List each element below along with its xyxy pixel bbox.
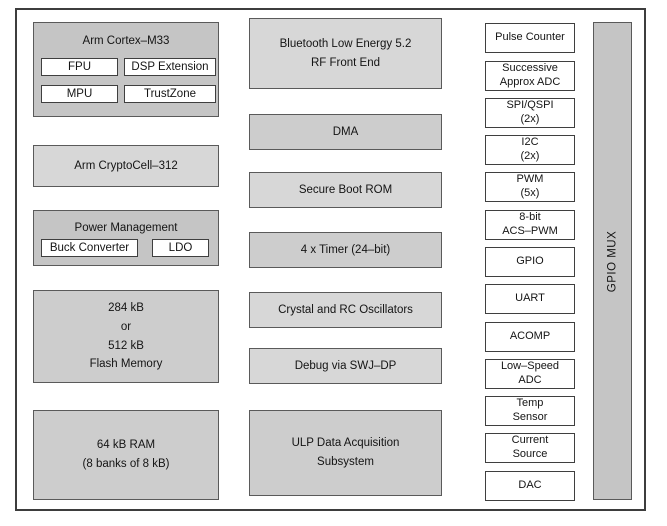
block-buck-converter: Buck Converter: [41, 239, 138, 257]
block-mpu: MPU: [41, 85, 118, 103]
block-gpio: GPIO: [485, 247, 575, 277]
block-arm-cryptocell-312: Arm CryptoCell–312: [33, 145, 219, 187]
block-bluetooth-low-energy: Bluetooth Low Energy 5.2 RF Front End: [249, 18, 442, 89]
block-ldo: LDO: [152, 239, 209, 257]
block-ram: 64 kB RAM (8 banks of 8 kB): [33, 410, 219, 500]
block-temp-sensor: Temp Sensor: [485, 396, 575, 426]
block-low-speed-adc: Low–Speed ADC: [485, 359, 575, 389]
block-pwm: PWM (5x): [485, 172, 575, 202]
block-power-management-label: Power Management: [74, 222, 178, 234]
block-debug-swj-dp: Debug via SWJ–DP: [249, 348, 442, 384]
block-timer: 4 x Timer (24–bit): [249, 232, 442, 268]
block-acomp: ACOMP: [485, 322, 575, 352]
block-spi-qspi: SPI/QSPI (2x): [485, 98, 575, 128]
block-dma: DMA: [249, 114, 442, 150]
block-trustzone: TrustZone: [124, 85, 216, 103]
block-crystal-rc-oscillators: Crystal and RC Oscillators: [249, 292, 442, 328]
block-arm-cortex-m33-label: Arm Cortex–M33: [82, 35, 170, 47]
block-secure-boot-rom: Secure Boot ROM: [249, 172, 442, 208]
block-dsp-extension: DSP Extension: [124, 58, 216, 76]
block-successive-approx-adc: Successive Approx ADC: [485, 61, 575, 91]
block-gpio-mux: GPIO MUX: [593, 22, 632, 500]
block-fpu: FPU: [41, 58, 118, 76]
block-gpio-mux-label: GPIO MUX: [606, 230, 619, 292]
block-current-source: Current Source: [485, 433, 575, 463]
block-pulse-counter: Pulse Counter: [485, 23, 575, 53]
block-i2c: I2C (2x): [485, 135, 575, 165]
block-acs-pwm: 8-bit ACS–PWM: [485, 210, 575, 240]
block-ulp-data-acquisition: ULP Data Acquisition Subsystem: [249, 410, 442, 496]
block-flash-memory: 284 kB or 512 kB Flash Memory: [33, 290, 219, 383]
block-dac: DAC: [485, 471, 575, 501]
block-uart: UART: [485, 284, 575, 314]
